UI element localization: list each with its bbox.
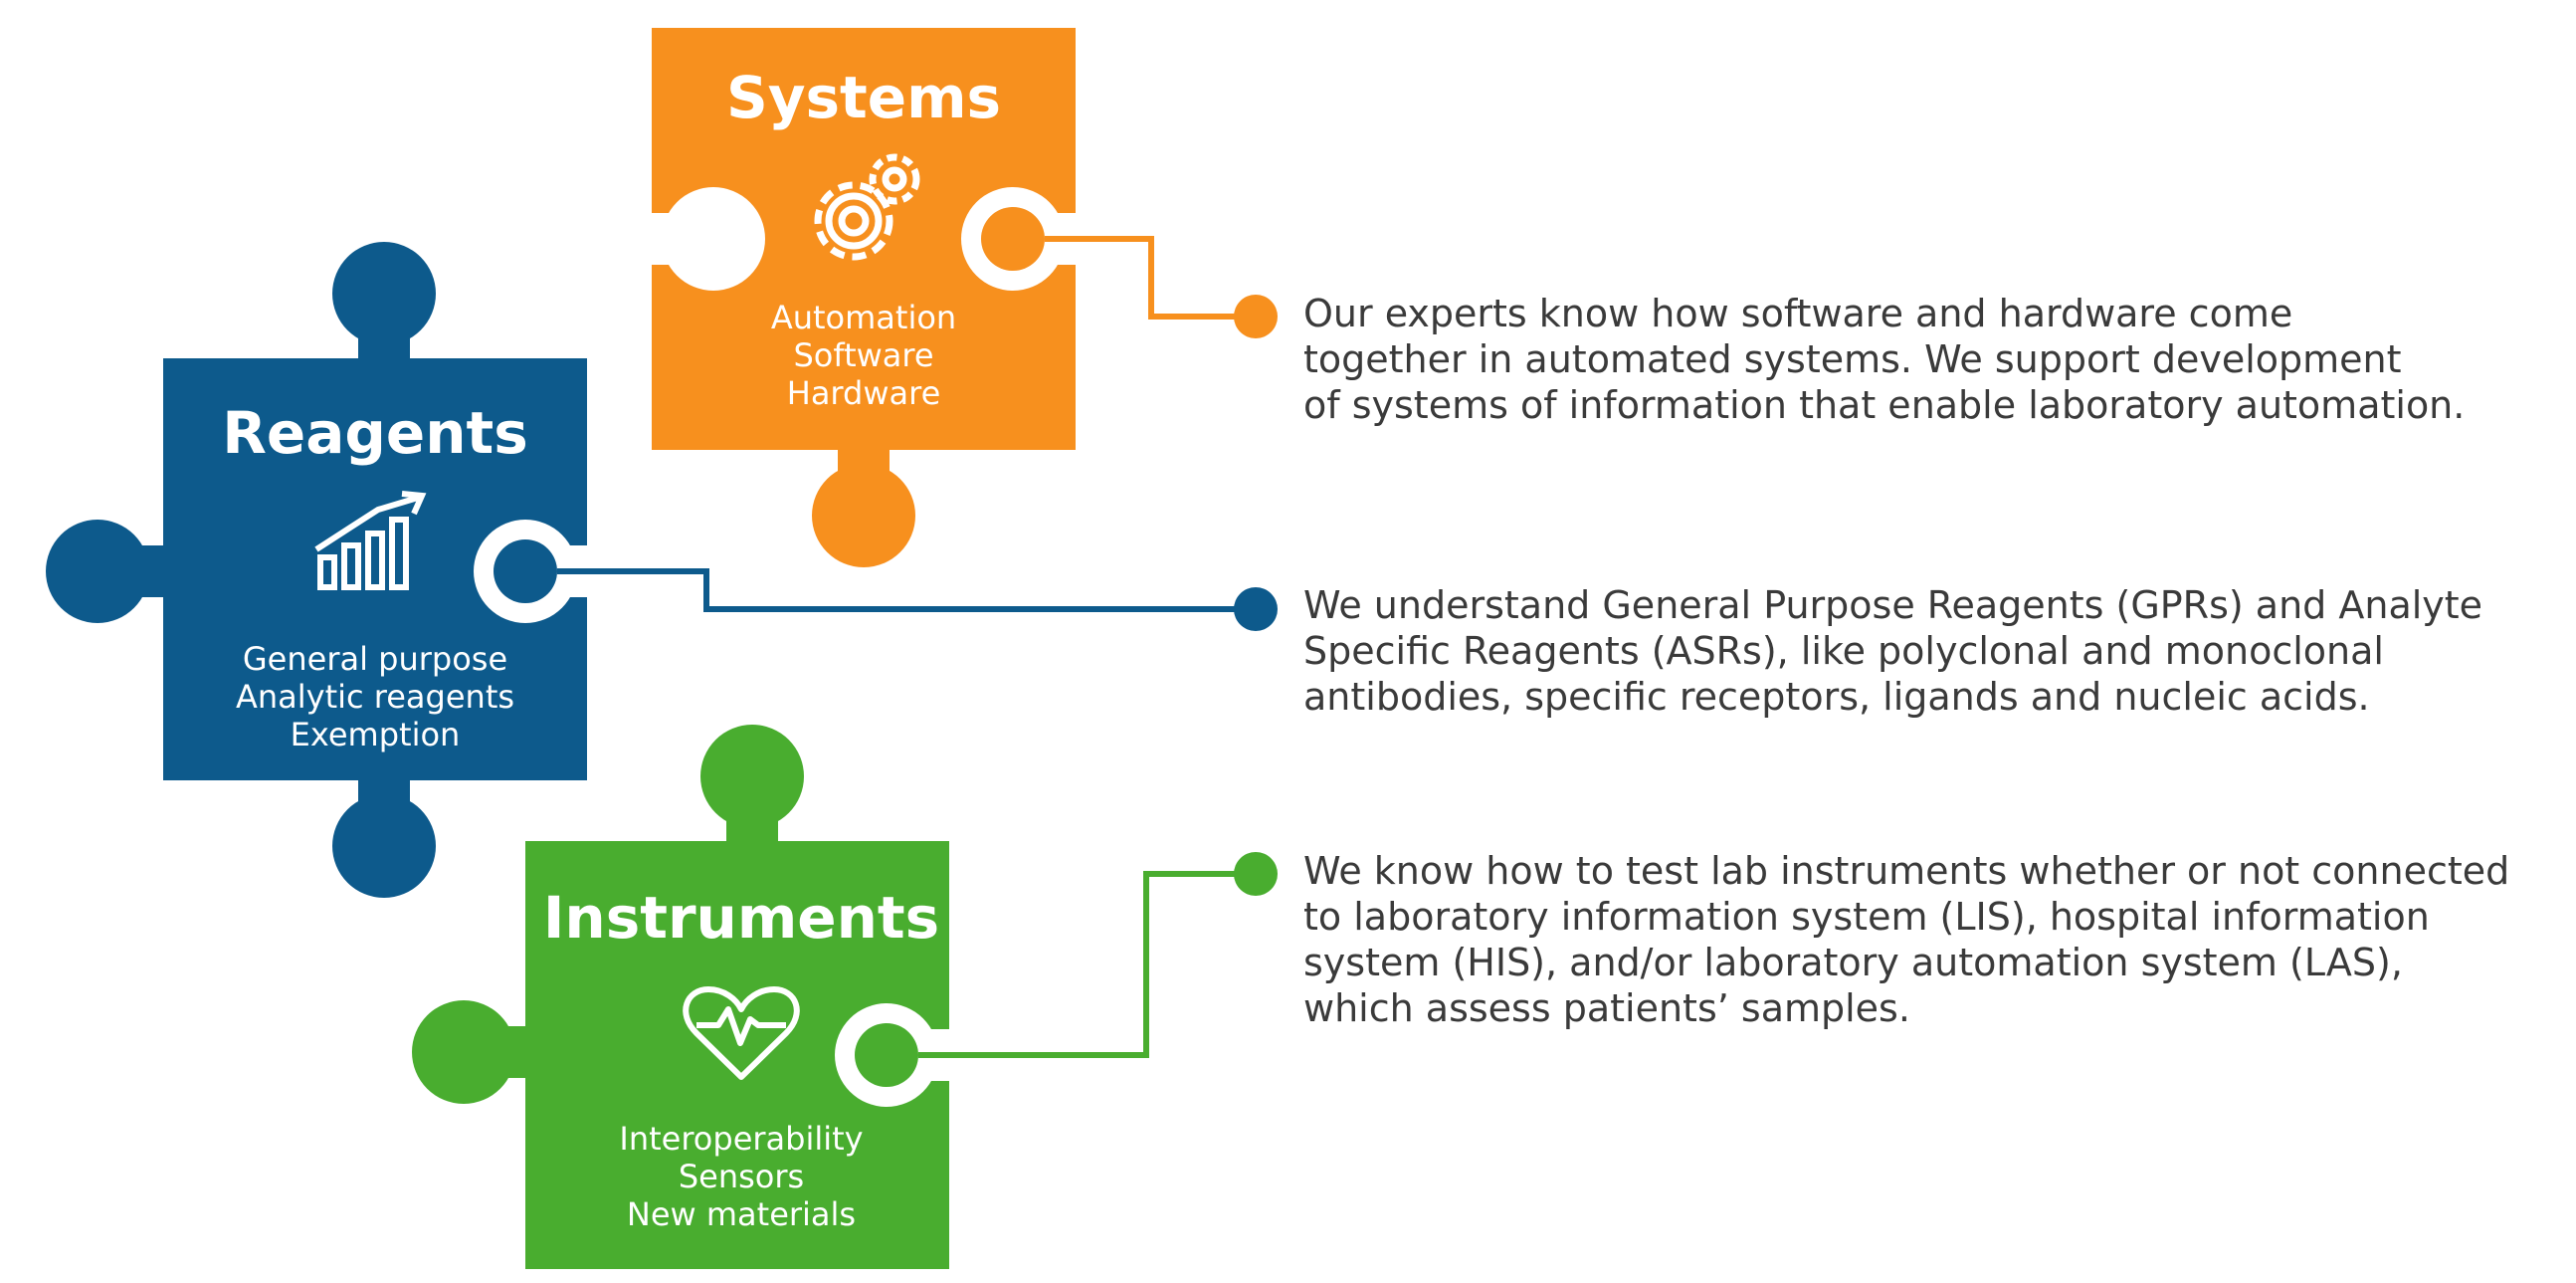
instruments-connector-line <box>918 852 1278 1058</box>
instruments-item-1: Interoperability <box>619 1120 863 1158</box>
systems-item-1: Automation <box>771 299 956 336</box>
reagents-piece: Reagents General purpose Analytic reagen… <box>46 242 597 898</box>
reagents-description-line: We understand General Purpose Reagents (… <box>1303 583 2483 627</box>
reagents-item-3: Exemption <box>291 716 461 753</box>
instruments-top-tab <box>700 725 804 828</box>
reagents-description-line: antibodies, specific receptors, ligands … <box>1303 675 2370 719</box>
systems-item-3: Hardware <box>787 374 941 412</box>
reagents-top-tab <box>332 242 436 345</box>
systems-piece: Systems Automation Software Hardware <box>637 28 1085 567</box>
instruments-item-2: Sensors <box>679 1158 804 1195</box>
systems-bullet <box>1234 295 1278 338</box>
reagents-description-line: Specific Reagents (ASRs), like polyclona… <box>1303 629 2384 673</box>
systems-title: Systems <box>726 64 1001 131</box>
reagents-description: We understand General Purpose Reagents (… <box>1303 582 2482 720</box>
reagents-title: Reagents <box>222 399 528 467</box>
reagents-connector-line <box>557 568 1278 631</box>
instruments-piece: Instruments Interoperability Sensors New… <box>412 725 958 1269</box>
heart-pulse-icon <box>683 986 800 1080</box>
systems-description-line: of systems of information that enable la… <box>1303 383 2466 427</box>
reagents-item-2: Analytic reagents <box>236 678 514 716</box>
systems-description-line: together in automated systems. We suppor… <box>1303 337 2402 381</box>
instruments-bullet <box>1234 852 1278 896</box>
reagents-left-tab <box>46 520 149 623</box>
systems-connector-line <box>1045 236 1278 338</box>
instruments-description-line: We know how to test lab instruments whet… <box>1303 849 2510 893</box>
instruments-item-3: New materials <box>627 1195 856 1233</box>
gears-icon <box>814 153 920 261</box>
systems-description-line: Our experts know how software and hardwa… <box>1303 292 2293 335</box>
instruments-description-line: to laboratory information system (LIS), … <box>1303 895 2430 939</box>
instruments-description: We know how to test lab instruments whet… <box>1303 848 2509 1031</box>
instruments-description-line: which assess patients’ samples. <box>1303 986 1910 1030</box>
instruments-left-tab <box>412 1000 515 1104</box>
instruments-title: Instruments <box>543 884 939 952</box>
systems-left-blank <box>662 187 765 291</box>
instruments-description-line: system (HIS), and/or laboratory automati… <box>1303 941 2403 984</box>
reagents-bullet <box>1234 587 1278 631</box>
systems-item-2: Software <box>793 336 933 374</box>
reagents-item-1: General purpose <box>243 640 507 678</box>
systems-description: Our experts know how software and hardwa… <box>1303 291 2465 428</box>
reagents-bottom-tab <box>332 794 436 898</box>
growth-chart-icon <box>314 491 427 590</box>
systems-bottom-tab <box>812 464 915 567</box>
